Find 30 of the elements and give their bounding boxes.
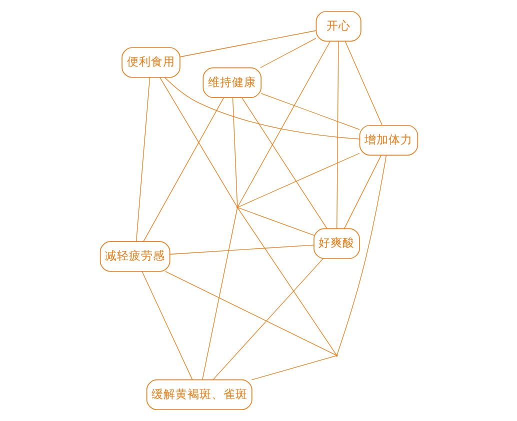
connector (135, 77, 150, 242)
connector (169, 244, 314, 255)
connector (250, 355, 336, 380)
connector (336, 155, 386, 356)
connector (344, 40, 382, 126)
connector (141, 271, 192, 380)
connector (260, 93, 360, 130)
connector (343, 155, 381, 229)
connector (142, 98, 224, 242)
node-box: 便利食用 (121, 47, 180, 78)
connector (237, 152, 360, 208)
node-point (335, 354, 338, 357)
node-box: 缓解黄褐斑、雀斑 (146, 379, 252, 410)
node-box: 开心 (315, 10, 361, 42)
connector (260, 38, 316, 68)
connector (336, 40, 338, 229)
connector (232, 97, 238, 207)
connector (179, 30, 316, 58)
connector (241, 97, 327, 229)
connector (202, 208, 238, 380)
node-box: 减轻疲劳感 (99, 241, 170, 272)
node-box: 增加体力 (358, 124, 418, 156)
connector (212, 258, 323, 380)
connector (237, 207, 314, 236)
node-box: 维持健康 (202, 67, 261, 98)
connector (164, 271, 336, 356)
connector (237, 208, 336, 356)
node-box: 好爽酸 (313, 228, 360, 259)
node-point (236, 206, 238, 208)
connector (164, 77, 360, 140)
